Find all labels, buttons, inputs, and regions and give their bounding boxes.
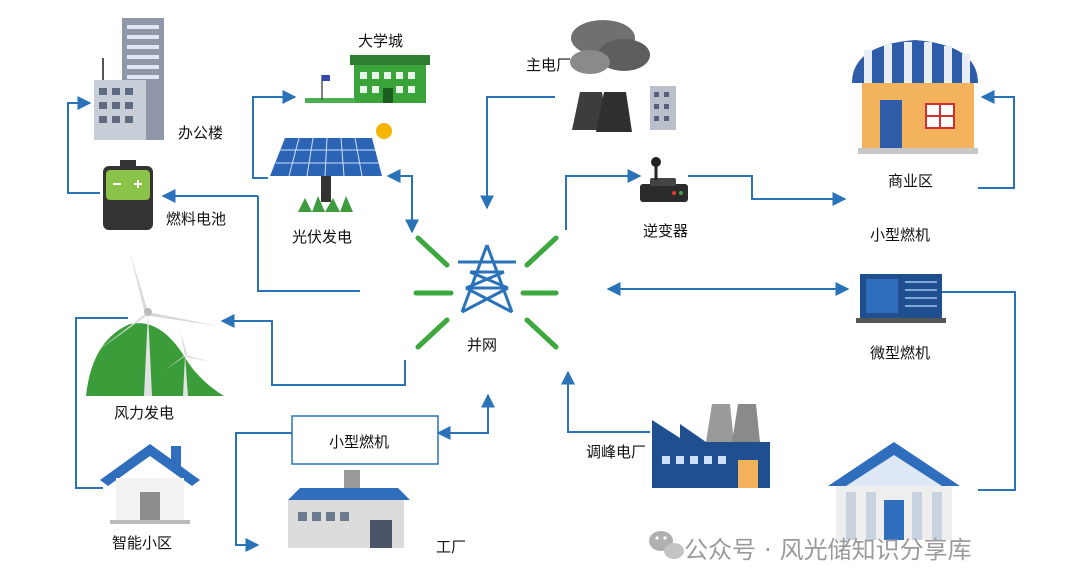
arrow-mainplant-grid <box>480 96 555 210</box>
turbine-box-frame <box>291 415 439 465</box>
watermark-separator: · <box>764 536 772 564</box>
watermark-account-type: 公众号 <box>684 536 756 564</box>
solar-panel-icon <box>270 123 392 212</box>
watermark: 公众号 ·风光储知识分享库 <box>684 530 972 565</box>
arrow-fuelcell-office <box>67 96 100 194</box>
label-small-turbine-box: 小型燃机 <box>329 433 390 451</box>
arrow-turbinebox-factory <box>235 432 292 552</box>
label-wind-power: 风力发电 <box>114 404 175 422</box>
inverter-icon <box>640 157 688 202</box>
label-inverter: 逆变器 <box>643 222 689 240</box>
label-factory: 工厂 <box>436 538 467 556</box>
grid-hub <box>413 235 559 350</box>
arrow-commercial-loop <box>978 90 1015 189</box>
pylon-icon <box>458 244 516 314</box>
power-plant-icon <box>570 20 676 132</box>
arrow-inverter-turbine <box>688 175 847 206</box>
generator-icon <box>856 274 946 323</box>
arrow-grid-turbinebox <box>436 393 495 440</box>
label-smart-community: 智能小区 <box>112 534 173 552</box>
label-grid-connection: 并网 <box>467 336 498 354</box>
store-icon <box>852 40 978 154</box>
watermark-account-name: 风光储知识分享库 <box>779 536 972 564</box>
house-icon <box>100 444 200 524</box>
arrow-grid-wind <box>220 314 406 386</box>
wechat-icon <box>649 531 684 559</box>
label-photovoltaic: 光伏发电 <box>292 228 353 246</box>
arrow-solar-campus <box>252 90 297 179</box>
label-small-turbine-right: 小型燃机 <box>870 226 931 244</box>
factory-icon <box>288 470 410 548</box>
line-grid-fuelcell <box>257 196 360 292</box>
label-fuel-cell: 燃料电池 <box>166 210 227 228</box>
arrow-peakplant-grid <box>561 370 650 433</box>
public-building-icon <box>828 442 960 540</box>
fuel-cell-icon <box>103 160 153 230</box>
label-main-power-plant: 主电厂 <box>526 56 572 74</box>
office-building-icon <box>94 18 164 140</box>
arrow-solar-grid <box>386 169 419 234</box>
label-university-town: 大学城 <box>358 32 404 50</box>
label-office-building: 办公楼 <box>178 124 224 142</box>
peak-plant-icon <box>652 404 770 488</box>
label-commercial-area: 商业区 <box>888 172 934 190</box>
arrow-grid-inverter <box>565 169 642 230</box>
school-icon <box>305 55 430 103</box>
label-peak-plant: 调峰电厂 <box>586 443 647 461</box>
sun-icon <box>376 123 392 139</box>
wind-turbine-icon <box>86 252 224 396</box>
line-microturbine-right <box>942 291 1016 491</box>
line-wind-community <box>75 317 128 489</box>
connector-lines <box>67 90 1016 552</box>
label-micro-turbine: 微型燃机 <box>870 344 931 362</box>
